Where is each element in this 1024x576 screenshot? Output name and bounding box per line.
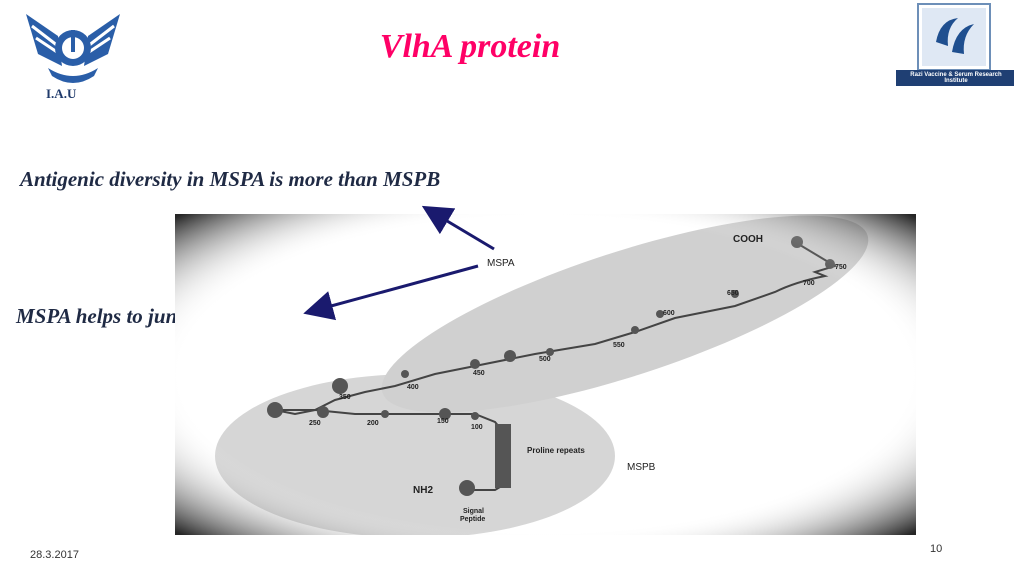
residue-350: 350	[339, 394, 351, 401]
signal-label: Signal	[463, 508, 485, 515]
vlha-structure-diagram	[175, 214, 916, 535]
iau-logo: I.A.U	[18, 6, 128, 106]
residue-450: 450	[473, 370, 485, 377]
mspa-label: MSPA	[487, 258, 515, 269]
residue-600: 600	[663, 310, 675, 317]
arrow-to-junction-note	[303, 264, 479, 321]
diversity-note: Antigenic diversity in MSPA is more than…	[20, 167, 441, 191]
mspb-label: MSPB	[627, 462, 656, 473]
iau-emblem-icon	[26, 14, 120, 83]
peptide-label: Peptide	[460, 516, 486, 523]
residue-700: 700	[803, 280, 815, 287]
page-number: 10	[930, 543, 943, 555]
residue-100: 100	[471, 424, 483, 431]
residue-250: 250	[309, 420, 321, 427]
residue-150: 150	[437, 418, 449, 425]
razi-emblem-icon	[896, 3, 1014, 86]
residue-500: 500	[539, 356, 551, 363]
nh2-label: NH2	[413, 485, 434, 496]
razi-logo: Razi Vaccine & Serum Research Institute	[896, 2, 1014, 92]
residue-650: 650	[727, 290, 739, 297]
residue-550: 550	[613, 342, 625, 349]
arrow-to-diversity-note	[421, 205, 495, 251]
razi-logo-text: Razi Vaccine & Serum Research Institute	[910, 72, 1002, 84]
residue-400: 400	[407, 384, 419, 391]
residue-750: 750	[835, 264, 847, 271]
slide-title: VlhA protein	[379, 28, 561, 65]
residue-200: 200	[367, 420, 379, 427]
slide-date: 28.3.2017	[30, 549, 79, 561]
proline-repeats-label: Proline repeats	[527, 446, 585, 455]
vlha-structure-figure: COOH MSPA MSPB Proline repeats NH2 Signa…	[175, 214, 916, 535]
iau-logo-text: I.A.U	[46, 86, 77, 101]
cooh-label: COOH	[733, 234, 763, 245]
